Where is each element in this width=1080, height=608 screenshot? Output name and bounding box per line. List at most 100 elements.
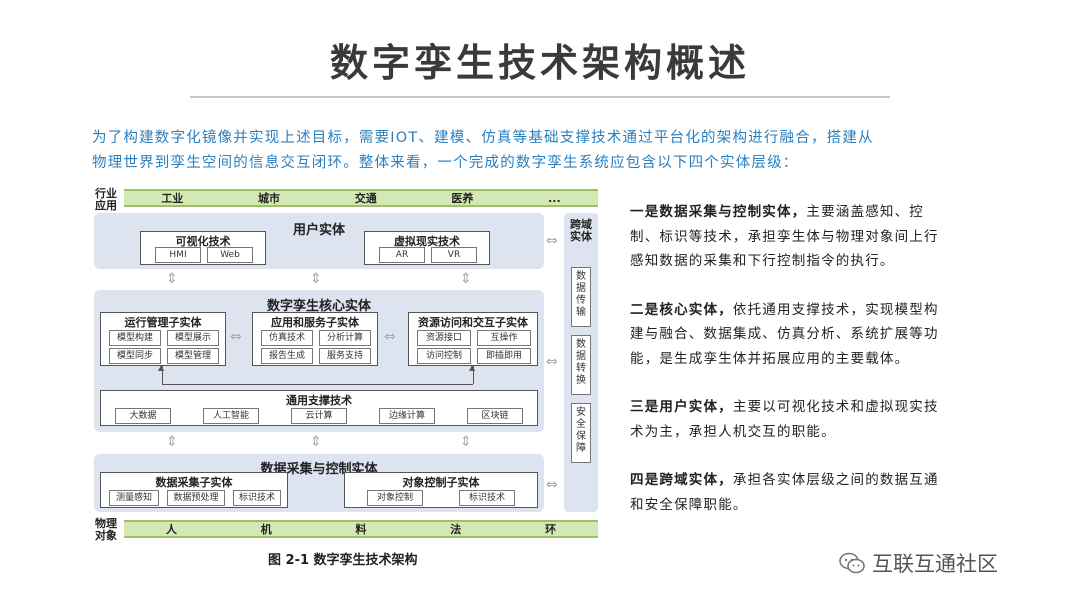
title-divider xyxy=(190,96,890,98)
core-entity-panel: 数字孪生核心实体 运行管理子实体 模型构建 模型展示 模型同步 模型管理 ⇔ 应… xyxy=(94,290,544,432)
cross-item-transfer: 数 据 传 输 xyxy=(571,267,591,327)
watermark: 互联互通社区 xyxy=(838,548,998,578)
support-tech-box: 通用支撑技术 大数据 人工智能 云计算 边缘计算 区块链 xyxy=(100,390,538,426)
ops-subentity-title: 运行管理子实体 xyxy=(124,316,202,329)
industry-item: 城市 xyxy=(258,192,281,205)
arrow-up-icon: ▲ xyxy=(158,363,165,372)
tech-item-hmi: HMI xyxy=(155,247,201,263)
collect-subentity-box: 数据采集子实体 测量感知 数据预处理 标识技术 xyxy=(100,472,288,508)
entity-descriptions: 一是数据采集与控制实体，主要涵盖感知、控制、标识等技术，承担孪生体与物理对象间上… xyxy=(630,200,950,541)
support-item: 边缘计算 xyxy=(379,408,435,424)
paragraph-text: 承担各实体层级之间的数据互通和安全保障职能。 xyxy=(630,472,939,513)
app-item: 仿真技术 xyxy=(261,330,313,346)
paragraph-heading: 四是跨域实体， xyxy=(630,472,733,488)
res-subentity-box: 资源访问和交互子实体 资源接口 互操作 访问控制 即插即用 xyxy=(408,312,538,366)
support-item: 区块链 xyxy=(467,408,523,424)
user-entity-title: 用户实体 xyxy=(292,223,345,238)
diagram-caption: 图 2-1 数字孪生技术架构 xyxy=(268,553,418,568)
support-item: 大数据 xyxy=(115,408,171,424)
up-down-arrow-icon: ⇕ xyxy=(310,434,322,450)
industry-item: 工业 xyxy=(161,192,184,205)
cross-domain-title: 跨域 实体 xyxy=(570,218,592,243)
paragraph-text: 主要以可视化技术和虚拟现实技术为主，承担人机交互的职能。 xyxy=(630,399,939,440)
description-paragraph: 四是跨域实体，承担各实体层级之间的数据互通和安全保障职能。 xyxy=(630,468,950,517)
industry-item: ... xyxy=(548,191,561,205)
res-item: 互操作 xyxy=(477,330,531,346)
app-item: 分析计算 xyxy=(319,330,371,346)
control-item: 对象控制 xyxy=(367,490,423,506)
cross-item-security: 安 全 保 障 xyxy=(571,403,591,463)
tech-item-ar: AR xyxy=(379,247,425,263)
watermark-text: 互联互通社区 xyxy=(872,552,998,576)
up-down-arrow-icon: ⇕ xyxy=(460,271,472,287)
left-right-arrow-icon: ⇔ xyxy=(384,329,396,345)
vr-title: 虚拟现实技术 xyxy=(394,235,460,248)
industry-item: 交通 xyxy=(354,192,377,205)
intro-text: 为了构建数字化镜像并实现上述目标，需要IOT、建模、仿真等基础支撑技术通过平台化… xyxy=(92,126,972,176)
paragraph-heading: 一是数据采集与控制实体， xyxy=(630,204,807,220)
physical-item: 料 xyxy=(355,523,367,536)
arrow-up-icon: ▲ xyxy=(469,363,476,372)
industry-item: 医养 xyxy=(451,192,474,205)
intro-line-2: 物理世界到孪生空间的信息交互闭环。整体来看，一个完成的数字孪生系统应包含以下四个… xyxy=(92,155,799,171)
physical-item: 环 xyxy=(545,523,557,536)
up-down-arrow-icon: ⇕ xyxy=(460,434,472,450)
paragraph-heading: 三是用户实体， xyxy=(630,399,733,415)
left-right-arrow-icon: ⇔ xyxy=(546,233,558,249)
support-tech-title: 通用支撑技术 xyxy=(286,394,352,407)
user-entity-panel: 用户实体 可视化技术 HMI Web 虚拟现实技术 AR VR xyxy=(94,213,544,269)
core-entity-title: 数字孪生核心实体 xyxy=(266,299,371,314)
description-paragraph: 二是核心实体，依托通用支撑技术，实现模型构建与融合、数据集成、仿真分析、系统扩展… xyxy=(630,298,950,372)
page-title: 数字孪生技术架构概述 xyxy=(329,41,750,85)
acquisition-entity-panel: 数据采集与控制实体 数据采集子实体 测量感知 数据预处理 标识技术 对象控制子实… xyxy=(94,454,544,512)
physical-band: 人 机 料 法 环 xyxy=(124,520,598,538)
app-subentity-box: 应用和服务子实体 仿真技术 分析计算 报告生成 服务支持 xyxy=(252,312,378,366)
cross-item-convert: 数 据 转 换 xyxy=(571,335,591,395)
paragraph-heading: 二是核心实体， xyxy=(630,301,733,318)
res-item: 访问控制 xyxy=(417,348,471,364)
industry-band: 工业 城市 交通 医养 ... xyxy=(124,189,598,207)
physical-item: 人 xyxy=(165,523,177,536)
support-item: 云计算 xyxy=(291,408,347,424)
connector-line xyxy=(162,384,473,385)
paragraph-text: 主要涵盖感知、控制、标识等技术，承担孪生体与物理对象间上行感知数据的采集和下行控… xyxy=(630,204,939,269)
left-right-arrow-icon: ⇔ xyxy=(546,477,558,493)
physical-item: 机 xyxy=(260,523,272,536)
collect-item: 数据预处理 xyxy=(167,490,225,506)
visualization-title: 可视化技术 xyxy=(175,235,231,248)
connector-line xyxy=(162,366,163,384)
res-item: 资源接口 xyxy=(417,330,471,346)
control-subentity-box: 对象控制子实体 对象控制 标识技术 xyxy=(344,472,538,508)
up-down-arrow-icon: ⇕ xyxy=(310,271,322,287)
app-item: 报告生成 xyxy=(261,348,313,364)
intro-line-1: 为了构建数字化镜像并实现上述目标，需要IOT、建模、仿真等基础支撑技术通过平台化… xyxy=(92,130,874,146)
collect-item: 标识技术 xyxy=(233,490,281,506)
ops-item: 模型管理 xyxy=(167,348,219,364)
physical-item: 法 xyxy=(450,523,462,536)
support-item: 人工智能 xyxy=(203,408,259,424)
left-right-arrow-icon: ⇔ xyxy=(230,329,242,345)
res-item: 即插即用 xyxy=(477,348,531,364)
wechat-icon xyxy=(839,552,865,574)
description-paragraph: 一是数据采集与控制实体，主要涵盖感知、控制、标识等技术，承担孪生体与物理对象间上… xyxy=(630,200,950,274)
industry-label: 行业 应用 xyxy=(95,187,117,212)
ops-subentity-box: 运行管理子实体 模型构建 模型展示 模型同步 模型管理 xyxy=(100,312,226,366)
control-item: 标识技术 xyxy=(459,490,515,506)
description-paragraph: 三是用户实体，主要以可视化技术和虚拟现实技术为主，承担人机交互的职能。 xyxy=(630,395,950,444)
paragraph-text: 依托通用支撑技术，实现模型构建与融合、数据集成、仿真分析、系统扩展等功能，是生成… xyxy=(630,301,939,367)
tech-item-vr: VR xyxy=(431,247,477,263)
ops-item: 模型同步 xyxy=(109,348,161,364)
ops-item: 模型展示 xyxy=(167,330,219,346)
left-right-arrow-icon: ⇔ xyxy=(546,354,558,370)
res-subentity-title: 资源访问和交互子实体 xyxy=(418,316,528,329)
vr-box: 虚拟现实技术 AR VR xyxy=(364,231,490,265)
visualization-box: 可视化技术 HMI Web xyxy=(140,231,266,265)
tech-item-web: Web xyxy=(207,247,253,263)
cross-domain-column: 跨域 实体 数 据 传 输 数 据 转 换 安 全 保 障 xyxy=(564,213,598,512)
collect-subentity-title: 数据采集子实体 xyxy=(155,476,233,489)
up-down-arrow-icon: ⇕ xyxy=(166,434,178,450)
app-subentity-title: 应用和服务子实体 xyxy=(271,316,359,329)
ops-item: 模型构建 xyxy=(109,330,161,346)
app-item: 服务支持 xyxy=(319,348,371,364)
physical-label: 物理 对象 xyxy=(95,517,117,542)
